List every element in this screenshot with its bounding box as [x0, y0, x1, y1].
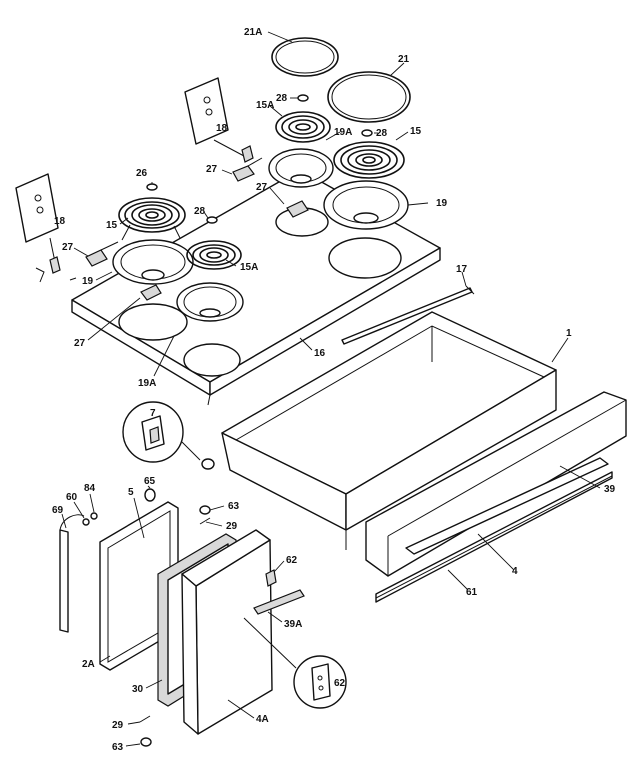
- door-hinge-39a: [253, 589, 305, 615]
- callout-1: 1: [566, 328, 572, 339]
- door-handle-69: [59, 514, 85, 633]
- detail-circle-62: [243, 617, 347, 709]
- screw-29-bottom: [139, 715, 151, 723]
- callout-62-top: 62: [286, 555, 298, 566]
- trim-ring-21: [327, 71, 411, 123]
- drawer-trim-61: [375, 471, 613, 603]
- callout-labels: 21A 21 28 15A 18 19A 28 15 27 26 27 19 1…: [52, 27, 616, 753]
- receptacle-27-mid: [286, 200, 309, 218]
- callout-28-mid: 28: [194, 206, 206, 217]
- drip-pan-19a-top: [268, 148, 334, 188]
- callout-63-top: 63: [228, 501, 240, 512]
- callout-16: 16: [314, 348, 326, 359]
- callout-60: 60: [66, 492, 78, 503]
- callout-26: 26: [136, 168, 148, 179]
- screw-29-top: [199, 517, 211, 525]
- trim-ring-21a: [271, 37, 339, 77]
- callout-29-bottom: 29: [112, 720, 124, 731]
- bracket-18-top-detail: [184, 77, 254, 163]
- clip-63-bottom: [140, 737, 152, 747]
- screw-19-left: [69, 277, 77, 281]
- receptacle-27-top: [232, 157, 263, 182]
- surface-element-15a-top: [275, 111, 331, 143]
- callout-19a-top: 19A: [334, 127, 352, 138]
- callout-27-top: 27: [206, 164, 218, 175]
- callout-15-left: 15: [106, 220, 118, 231]
- ring-28-mid: [206, 216, 218, 224]
- callout-28-right: 28: [376, 128, 388, 139]
- bracket-18-left-detail: [15, 173, 61, 274]
- callout-15a-top: 15A: [256, 100, 274, 111]
- callout-27-left: 27: [62, 242, 74, 253]
- callout-18-left: 18: [54, 216, 66, 227]
- ring-26: [146, 183, 158, 191]
- callout-27-bottom: 27: [74, 338, 86, 349]
- callout-5: 5: [128, 487, 134, 498]
- drawer-handle-4: [405, 457, 609, 555]
- callout-39a: 39A: [284, 619, 302, 630]
- clip-62-top: [265, 569, 277, 587]
- callout-27-mid: 27: [256, 182, 268, 193]
- clip-63-top: [199, 505, 211, 515]
- callout-19-left: 19: [82, 276, 94, 287]
- callout-21a: 21A: [244, 27, 262, 38]
- drawer-body: [221, 311, 557, 550]
- callout-84: 84: [84, 483, 96, 494]
- ring-28-top: [297, 94, 309, 102]
- screw-84: [90, 512, 98, 520]
- detail-circle-7: [122, 401, 215, 470]
- callout-61: 61: [466, 587, 478, 598]
- callout-15-top: 15: [410, 126, 422, 137]
- callout-19-right: 19: [436, 198, 448, 209]
- surface-element-15a-mid: [186, 240, 242, 270]
- clip-left: [35, 267, 45, 283]
- callout-69: 69: [52, 505, 64, 516]
- callout-19a-bottom: 19A: [138, 378, 156, 389]
- callout-39: 39: [604, 484, 616, 495]
- ring-28-right: [361, 129, 373, 137]
- callout-4a: 4A: [256, 714, 269, 725]
- drawer-front-panel: [365, 391, 627, 577]
- callout-30: 30: [132, 684, 144, 695]
- callout-2a: 2A: [82, 659, 95, 670]
- surface-element-15-left: [118, 197, 186, 241]
- screw-60: [82, 518, 90, 526]
- drip-pan-19-left: [112, 239, 194, 285]
- receptacle-27-left: [85, 241, 119, 267]
- callout-63-bottom: 63: [112, 742, 124, 753]
- callout-21: 21: [398, 54, 410, 65]
- callout-15a-mid: 15A: [240, 262, 258, 273]
- surface-element-15-right: [333, 141, 405, 179]
- callout-28-top: 28: [276, 93, 288, 104]
- callout-17: 17: [456, 264, 468, 275]
- rod-17: [341, 285, 475, 345]
- receptacle-27-bottom: [140, 284, 162, 301]
- leader-lines: [61, 31, 601, 747]
- callout-65: 65: [144, 476, 156, 487]
- drip-pan-19a-left: [176, 282, 244, 322]
- callout-29-top: 29: [226, 521, 238, 532]
- door-panel-4a: [181, 529, 273, 735]
- clip-65: [144, 488, 156, 502]
- callout-18-top: 18: [216, 123, 228, 134]
- callout-4: 4: [512, 566, 518, 577]
- callout-7: 7: [150, 408, 156, 419]
- callout-62-detail: 62: [334, 678, 346, 689]
- drip-pan-19-right: [323, 180, 409, 230]
